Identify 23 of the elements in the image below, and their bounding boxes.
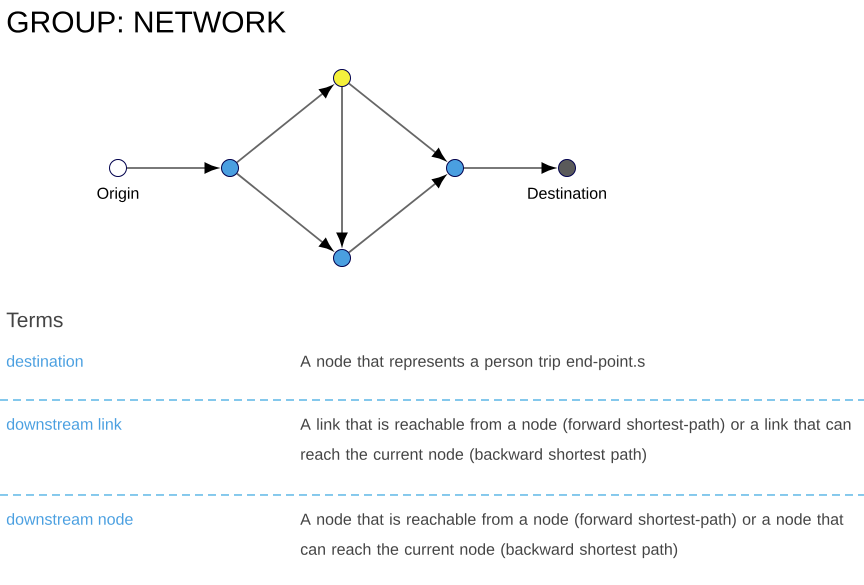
term-link: downstream link — [6, 418, 122, 430]
arrow — [464, 162, 555, 174]
section-heading: Terms — [6, 312, 63, 328]
title: GROUP: NETWORK — [8, 11, 286, 33]
definition-text: A link that is reachable from a node (forward shortest-path) or a link that can reach the current node (backward shortest path) — [300, 418, 850, 464]
node-label: Destination — [528, 187, 606, 199]
definition-text: A node that is reachable from a node (forward shortest-path) or a node that can reach the current node (backward shortest path) — [300, 513, 844, 558]
node-label: Origin — [97, 187, 138, 202]
term-link: downstream node — [6, 513, 133, 525]
network-node — [221, 158, 239, 177]
arrow — [127, 162, 218, 174]
arrow — [348, 175, 446, 254]
network-node — [333, 69, 351, 87]
network-node — [333, 248, 351, 267]
arrow — [236, 172, 333, 251]
term-link: destination — [6, 355, 83, 367]
network-node — [558, 158, 576, 177]
network-node — [446, 158, 464, 177]
network-node — [109, 158, 127, 177]
definition-text: A node that represents a person trip end-point.s — [300, 355, 645, 370]
arrow — [348, 82, 446, 161]
arrow — [336, 86, 348, 246]
arrow — [236, 85, 333, 164]
